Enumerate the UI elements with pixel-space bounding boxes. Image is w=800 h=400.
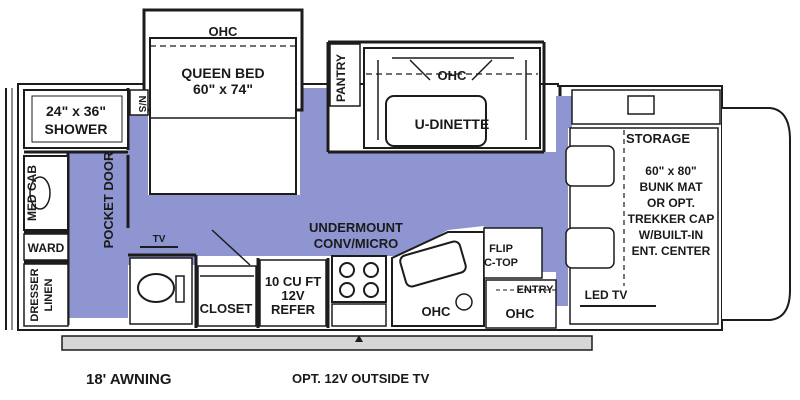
- sink-drain-icon: [455, 293, 473, 311]
- front-appliance: [627, 95, 655, 115]
- nightstand: [129, 89, 149, 116]
- shower-label: SHOWER: [45, 121, 108, 137]
- closet: [197, 265, 257, 327]
- led-tv-label: LED TV: [585, 288, 628, 302]
- dinette-table: [385, 95, 487, 147]
- closet-door-swing: [211, 229, 251, 266]
- entry-ohc-label: OHC: [506, 306, 536, 321]
- ctop-label: C-TOP: [484, 257, 518, 269]
- bunk-line6: ENT. CENTER: [632, 244, 711, 258]
- closet-label: CLOSET: [200, 301, 253, 316]
- entry-label: ENTRY: [517, 284, 555, 296]
- kitchen-sink-icon: [399, 240, 467, 288]
- outside-tv-marker-icon: [355, 335, 363, 342]
- passenger-seat: [565, 227, 615, 269]
- bunk-line3: OR OPT.: [647, 196, 695, 210]
- shower-size: 24" x 36": [46, 103, 106, 119]
- refer-line2: 12V: [281, 288, 304, 303]
- shower: [23, 89, 129, 149]
- lavatory-sink-icon: [29, 176, 51, 210]
- kitchen-ohc-label: OHC: [422, 304, 452, 319]
- linen-label: LINEN: [43, 278, 55, 311]
- pantry: [329, 43, 361, 107]
- wardrobe-label: WARD: [28, 241, 65, 255]
- pantry-label: PANTRY: [334, 54, 348, 102]
- queen-bed: [149, 37, 297, 195]
- burners-icon: [339, 262, 379, 298]
- entry-step: [485, 279, 557, 329]
- conv-micro-label: CONV/MICRO: [314, 236, 399, 251]
- bed-ohc-label: OHC: [209, 24, 239, 39]
- dresser: [23, 263, 69, 327]
- bunk-line2: BUNK MAT: [639, 180, 703, 194]
- refer-line1: 10 CU FT: [265, 274, 321, 289]
- queen-bed-label: QUEEN BED: [181, 65, 264, 81]
- cab-nose: [722, 107, 791, 321]
- toilet-tank: [175, 275, 185, 303]
- flip-label: FLIP: [489, 243, 513, 255]
- med-cab-label: MED CAB: [25, 165, 39, 221]
- undermount-label: UNDERMOUNT: [309, 220, 403, 235]
- u-dinette-label: U-DINETTE: [415, 116, 490, 132]
- oven-front: [331, 303, 387, 327]
- pocket-door-label: POCKET DOOR: [101, 151, 116, 248]
- dresser-label: DRESSER: [29, 268, 41, 321]
- refer-line3: REFER: [271, 302, 316, 317]
- tv-label: TV: [153, 234, 166, 245]
- bunk-line4: TREKKER CAP: [628, 212, 715, 226]
- flip-countertop: [483, 227, 543, 279]
- lavatory-counter: [23, 155, 69, 231]
- wardrobe: [23, 233, 69, 261]
- shower-inner: [31, 95, 123, 143]
- awning-bar: [61, 335, 593, 351]
- dinette-seat-lines: [377, 57, 527, 140]
- toilet-icon: [137, 273, 175, 303]
- nightstand-label: N/S: [136, 96, 147, 113]
- living-floor: [68, 88, 572, 318]
- bunk-line1: 60" x 80": [645, 164, 696, 178]
- range-cooktop: [331, 255, 387, 303]
- driver-seat: [565, 145, 615, 187]
- dinette-ohc-label: OHC: [438, 68, 468, 83]
- bunk-line5: W/BUILT-IN: [639, 228, 703, 242]
- awning-caption: 18' AWNING: [86, 371, 172, 388]
- outside-tv-caption: OPT. 12V OUTSIDE TV: [292, 371, 430, 386]
- refrigerator: [259, 259, 327, 327]
- queen-bed-size: 60" x 74": [193, 81, 253, 97]
- storage-label: STORAGE: [626, 131, 690, 146]
